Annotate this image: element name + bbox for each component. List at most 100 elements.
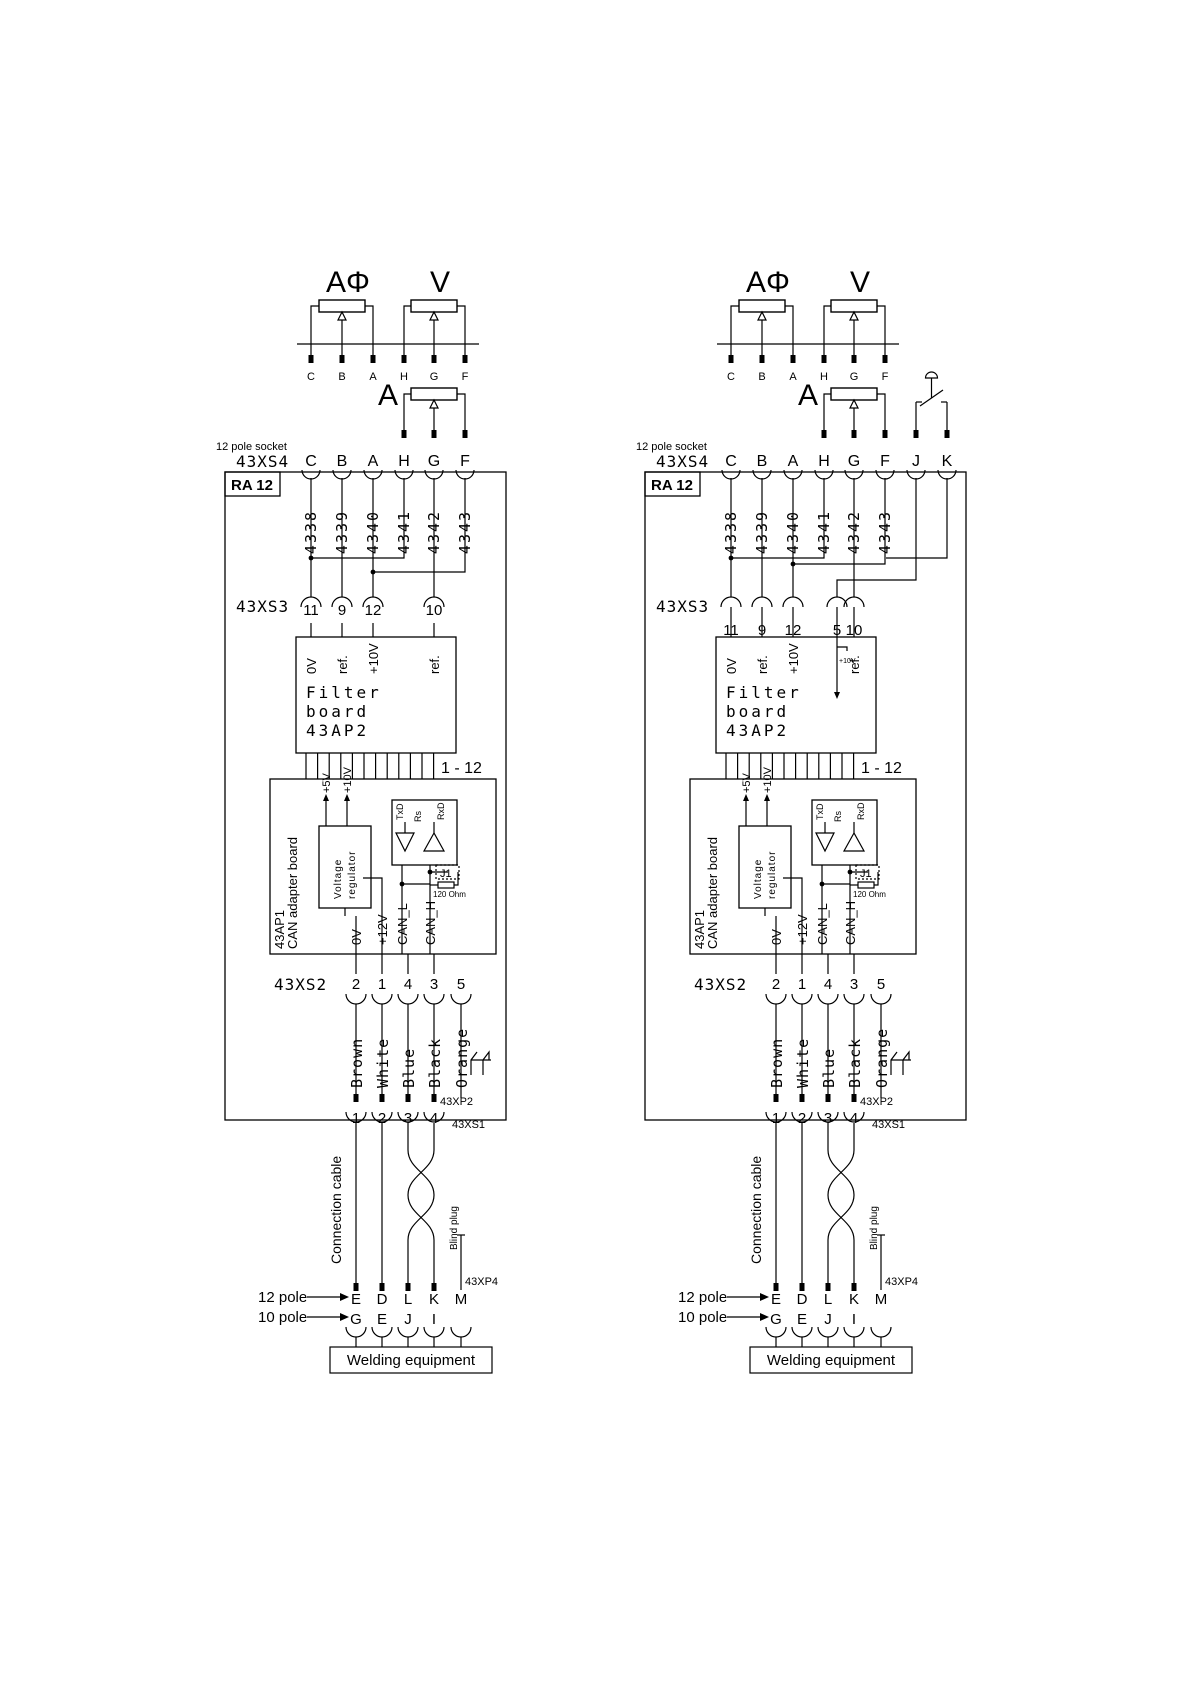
board-title: Filter (726, 683, 802, 702)
junction-dot (819, 881, 825, 887)
driver-triangle (815, 832, 835, 853)
blind-plug-label: Blind plug (869, 1206, 880, 1250)
socket-contact (817, 993, 839, 1005)
socket-contact (843, 993, 865, 1005)
ra12-tag (224, 471, 281, 497)
socket-contact (423, 1326, 445, 1338)
socket-contact (345, 1111, 367, 1123)
potentiometer-symbol: AΦ (746, 266, 790, 299)
filter-pin-label: +10V (786, 643, 801, 674)
potentiometer-body (318, 299, 366, 313)
twisted-pair (827, 1123, 855, 1287)
pin-marker (799, 1094, 805, 1102)
wire (783, 877, 803, 954)
connector-label: 43XS4 (656, 452, 709, 471)
pole10-pin-label: G (350, 1311, 362, 1328)
pole12-pin-label: K (429, 1291, 439, 1308)
arrow-head (760, 1313, 769, 1321)
transceiver-pin: TxD (815, 803, 825, 820)
welding-equipment-label: Welding equipment (767, 1352, 896, 1369)
top-pin-label: G (850, 371, 859, 383)
socket-contact (450, 993, 472, 1005)
wire (836, 478, 917, 597)
pin-marker (405, 1283, 411, 1291)
wire (874, 872, 879, 886)
xs2-pin-label: 2 (772, 976, 780, 993)
pin-marker (728, 355, 734, 363)
bus-label: 1 - 12 (441, 760, 482, 777)
pole12-pin-label: M (455, 1291, 468, 1308)
socket-contact (331, 596, 353, 608)
can-transceiver (811, 799, 878, 866)
potentiometer-body (830, 299, 878, 313)
transceiver-pin: Rs (833, 811, 843, 822)
pole10-pin-label: I (432, 1311, 436, 1328)
top-pin-label: C (727, 371, 735, 383)
top-pin-label: C (307, 371, 315, 383)
board-title: 43AP1 (272, 910, 287, 949)
wire (363, 877, 383, 954)
pole12-pin-label: M (875, 1291, 888, 1308)
pot-end-lead (730, 305, 739, 355)
arrow-head (340, 1313, 349, 1321)
xs1-pin-label: 1 (772, 1110, 780, 1127)
xs1-pin-label: 2 (378, 1110, 386, 1127)
socket-contact (870, 993, 892, 1005)
pin-marker (431, 355, 437, 363)
pot-end-lead (823, 393, 831, 430)
supply-label: +5V (741, 772, 753, 793)
socket-pin-label: A (788, 453, 799, 470)
xs2-pin-label: 4 (824, 976, 832, 993)
pole-label: 10 pole (678, 1309, 727, 1326)
pot-end-lead (310, 305, 319, 355)
socket-pin-label: J (912, 453, 920, 470)
socket-contact (371, 1111, 393, 1123)
regulator-label: regulator (347, 851, 358, 899)
wire (886, 478, 948, 559)
wiper-arrow (757, 310, 767, 321)
pin-marker (851, 430, 857, 438)
junction-dot (399, 881, 405, 887)
pin-marker (308, 355, 314, 363)
socket-pin-label: G (848, 453, 860, 470)
arrow-head (340, 1293, 349, 1301)
pole12-pin-label: E (351, 1291, 361, 1308)
ra12-enclosure (644, 471, 967, 1121)
can-pin-label: +12V (375, 914, 390, 945)
wire-color-label: Blue (400, 1048, 418, 1088)
xs3-pin-label: 9 (338, 602, 346, 619)
junction-dot (370, 569, 376, 575)
can-adapter-board (689, 778, 917, 955)
pole12-pin-label: D (377, 1291, 388, 1308)
potentiometer-symbol: V (850, 266, 870, 299)
resistor-label: 120 Ohm (853, 890, 886, 899)
connector-label: 43XS1 (452, 1119, 485, 1131)
socket-contact (300, 596, 322, 608)
transceiver-pin: RxD (856, 802, 866, 820)
socket-pin-label: K (942, 453, 953, 470)
socket-contact (782, 596, 804, 608)
socket-contact (423, 596, 445, 608)
wire-color-label: Orange (453, 1028, 471, 1088)
socket-caption: 12 pole socket (216, 441, 287, 453)
socket-contact (423, 993, 445, 1005)
pin-marker (799, 1283, 805, 1291)
voltage-regulator (738, 825, 792, 909)
regulator-label: Voltage (333, 859, 344, 899)
socket-contact (765, 993, 787, 1005)
pin-marker (944, 430, 950, 438)
pot-end-lead (785, 305, 794, 355)
top-pin-label: B (338, 371, 345, 383)
socket-contact (397, 993, 419, 1005)
filter-pin-label: +10V (366, 643, 381, 674)
socket-contact (791, 993, 813, 1005)
arrow-head (743, 794, 749, 801)
wire-color-label: Blue (820, 1048, 838, 1088)
socket-contact (817, 1111, 839, 1123)
xs2-pin-label: 5 (877, 976, 885, 993)
twisted-pair (407, 1123, 435, 1287)
board-title: board (726, 702, 789, 721)
wire (311, 478, 405, 559)
jumper-label: J1 (440, 868, 452, 880)
